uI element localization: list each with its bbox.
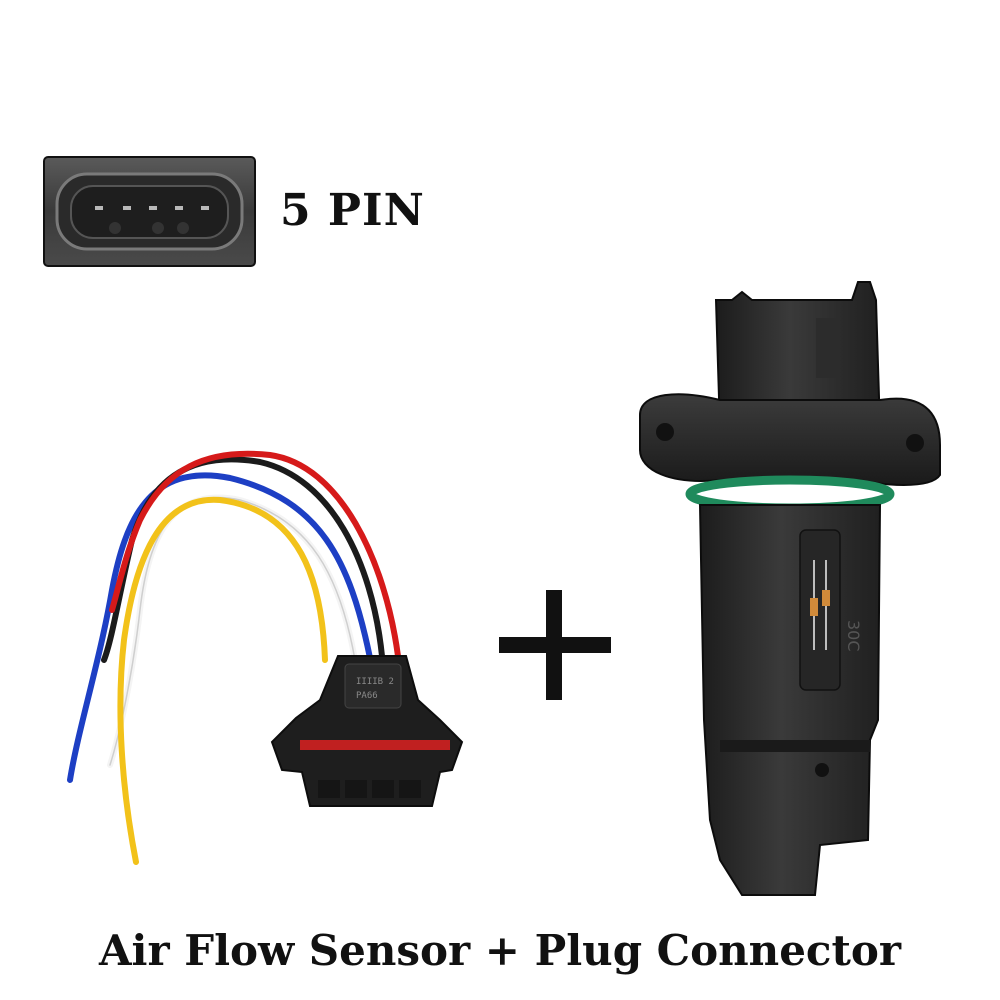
plus-icon: [499, 590, 611, 700]
connector-marking-2: PA66: [356, 691, 378, 701]
product-caption: Air Flow Sensor + Plug Connector: [98, 926, 902, 975]
sensor-marking: 30C: [844, 620, 863, 652]
air-flow-sensor: 30C: [639, 281, 941, 896]
connector-marking-1: IIIIB 2: [356, 677, 394, 687]
wiring-harness: [67, 450, 401, 865]
pin-count-label: 5 PIN: [280, 185, 425, 236]
pin-face-inset-image: [43, 156, 256, 267]
yellow-wire: [117, 496, 328, 865]
plug-connector: IIIIB 2 PA66: [270, 655, 464, 807]
red-wire: [109, 450, 401, 659]
